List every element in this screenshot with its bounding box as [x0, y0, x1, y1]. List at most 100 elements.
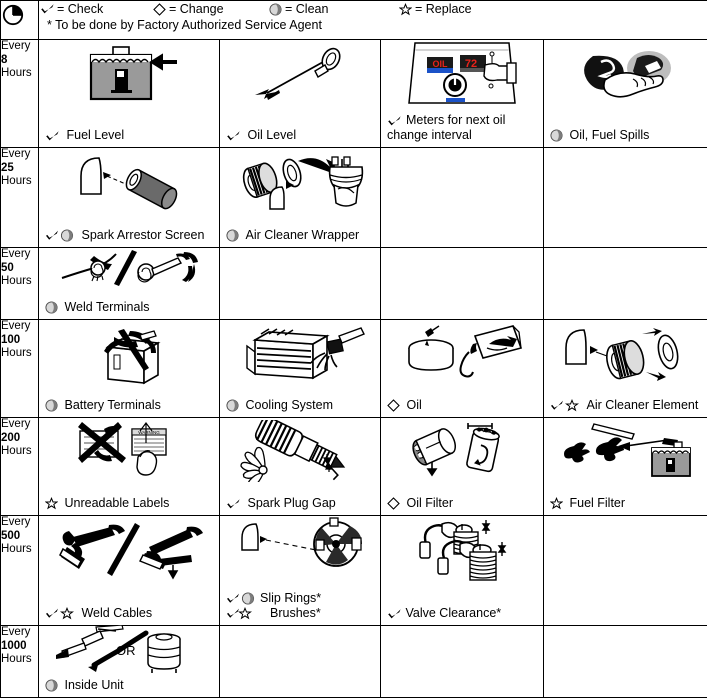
- task-cell-empty: [542, 147, 707, 248]
- task-cell-spark-arrestor: Spark Arrestor Screen: [38, 147, 220, 248]
- task-label: Valve Clearance*: [405, 606, 502, 620]
- task-cell-empty: [542, 247, 707, 320]
- task-caption: Cooling System: [226, 398, 333, 413]
- task-caption: Air Cleaner Wrapper: [226, 228, 359, 243]
- interval-cell: Every 25 Hours: [0, 147, 39, 248]
- symbol-change: [387, 497, 400, 510]
- task-caption: Inside Unit: [45, 678, 124, 693]
- interval-prefix: Every: [1, 516, 31, 528]
- symbol-check-replace: [226, 607, 256, 620]
- task-label: Battery Terminals: [64, 398, 161, 412]
- task-cell-air-cleaner-wrapper: Air Cleaner Wrapper: [219, 147, 381, 248]
- task-cell-oil-level: Oil Level: [219, 39, 381, 148]
- spark-plug-icon: [220, 418, 380, 484]
- task-caption: Oil Filter: [387, 496, 453, 511]
- task-cell-air-cleaner-element: Air Cleaner Element: [542, 319, 707, 418]
- interval-value: 100: [1, 333, 21, 346]
- task-label: Oil: [406, 398, 422, 412]
- hand-wiping-icon: [544, 40, 707, 112]
- table-row: Every 1000 Hours OR: [0, 625, 707, 698]
- task-label: Oil Level: [247, 128, 297, 142]
- task-label: Oil, Fuel Spills: [569, 128, 650, 142]
- task-label: Weld Terminals: [64, 300, 150, 314]
- table-row: Every 25 Hours: [0, 147, 707, 248]
- symbol-replace: [45, 497, 58, 510]
- task-cell-weld-cables: Weld Cables: [38, 515, 220, 626]
- symbol-change: [387, 399, 400, 412]
- symbol-check-clean: [226, 592, 256, 605]
- symbol-check: [226, 498, 241, 510]
- task-caption: Air Cleaner Element: [550, 398, 698, 413]
- table-row: Every 8 Hours: [0, 39, 707, 148]
- task-caption: Oil Level: [226, 128, 296, 143]
- air-cleaner-wrapper-icon: [220, 148, 380, 214]
- task-cell-spark-plug: Spark Plug Gap: [219, 417, 381, 516]
- symbol-check: [226, 130, 241, 142]
- task-label: Air Cleaner Element: [586, 398, 699, 412]
- task-caption: Weld Terminals: [45, 300, 149, 315]
- table-row: Every 50 Hours: [0, 247, 707, 320]
- air-cleaner-element-icon: [544, 320, 707, 386]
- task-label: Slip Rings*: [260, 591, 322, 605]
- interval-cell: Every 200 Hours: [0, 417, 39, 516]
- task-label: Inside Unit: [64, 678, 124, 692]
- clock-cell: [0, 0, 39, 40]
- symbol-check: [387, 608, 402, 620]
- interval-value: 1000: [1, 639, 27, 652]
- task-caption: Spark Plug Gap: [226, 496, 336, 511]
- interval-cell: Every 500 Hours: [0, 515, 39, 626]
- task-caption: Meters for next oil change interval: [387, 113, 505, 143]
- star-icon: [397, 2, 413, 16]
- task-cell-empty: [380, 147, 544, 248]
- cooling-system-icon: [220, 320, 380, 386]
- interval-prefix: Every: [1, 418, 31, 430]
- task-label: Weld Cables: [81, 606, 153, 620]
- task-label: Oil Filter: [406, 496, 454, 510]
- interval-prefix: Every: [1, 626, 31, 638]
- battery-terminals-icon: [39, 320, 219, 386]
- legend-row: = Check = Change = Clean: [39, 1, 707, 17]
- legend-cell: = Check = Change = Clean: [37, 0, 707, 40]
- table-row: Every 500 Hours: [0, 515, 707, 626]
- legend-label-clean: = Clean: [285, 2, 329, 16]
- legend-label-change: = Change: [169, 2, 224, 16]
- task-cell-spills: Oil, Fuel Spills: [542, 39, 707, 148]
- table-header-row: = Check = Change = Clean: [0, 0, 707, 40]
- task-label: Unreadable Labels: [64, 496, 170, 510]
- valve-clearance-icon: [381, 516, 543, 590]
- task-caption-line1: Meters for next oil: [387, 113, 505, 128]
- interval-value: 8: [1, 53, 8, 66]
- legend-label-replace: = Replace: [415, 2, 472, 16]
- task-cell-meters: OIL 72: [380, 39, 544, 148]
- dipstick-icon: [220, 40, 380, 112]
- symbol-clean: [550, 129, 563, 142]
- task-caption: Battery Terminals: [45, 398, 161, 413]
- task-cell-empty: [542, 625, 707, 698]
- task-caption: Valve Clearance*: [387, 606, 501, 621]
- interval-suffix: Hours: [1, 653, 32, 665]
- task-label: Spark Arrestor Screen: [81, 228, 205, 242]
- task-cell-valve-clearance: Valve Clearance*: [380, 515, 544, 626]
- clean-icon: [267, 2, 283, 16]
- legend-item-check: = Check: [39, 1, 151, 17]
- weld-cables-icon: [39, 516, 219, 586]
- interval-suffix: Hours: [1, 347, 32, 359]
- task-cell-empty: [542, 515, 707, 626]
- interval-prefix: Every: [1, 148, 31, 160]
- symbol-check: [387, 115, 402, 127]
- interval-suffix: Hours: [1, 275, 32, 287]
- interval-suffix: Hours: [1, 445, 32, 457]
- symbol-check-clean: [45, 229, 75, 242]
- table-row: Every 100 Hours: [0, 319, 707, 418]
- interval-value: 500: [1, 529, 21, 542]
- interval-suffix: Hours: [1, 543, 32, 555]
- task-cell-empty: [219, 247, 381, 320]
- check-icon: [39, 3, 55, 15]
- symbol-clean: [45, 399, 58, 412]
- task-caption: Oil: [387, 398, 422, 413]
- symbol-check-replace: [550, 399, 580, 412]
- task-caption: Slip Rings* Brushes*: [226, 591, 321, 621]
- table-row: Every 200 Hours WARNING: [0, 417, 707, 516]
- interval-prefix: Every: [1, 320, 31, 332]
